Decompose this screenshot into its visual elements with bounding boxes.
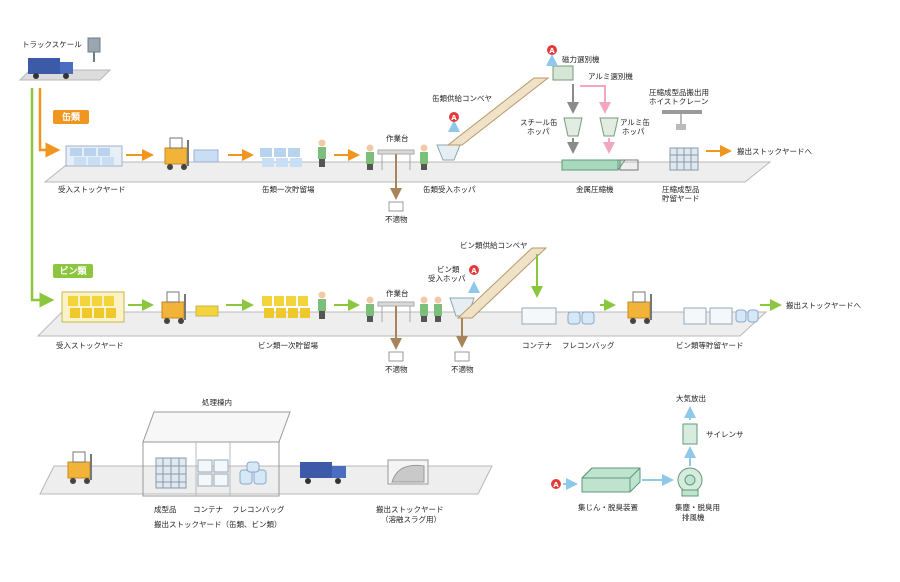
hoist-crane-icon xyxy=(662,110,702,114)
silencer-unit xyxy=(682,423,698,445)
bottle-receiving-yard xyxy=(61,291,125,323)
to-outbound-yard-bottle-label: 搬出ストックヤードへ xyxy=(786,300,861,310)
worker-icon xyxy=(318,291,326,319)
can-receiving-yard-label: 受入ストックヤード xyxy=(58,184,126,194)
exhaust-fan-icon xyxy=(677,467,703,497)
marker-a-magnetic: A xyxy=(547,45,557,55)
dust-deodorizer-label: 集じん・脱臭装置 xyxy=(578,502,638,512)
molded-product-stack xyxy=(155,457,187,489)
bottle-reject-label-1: 不適物 xyxy=(385,364,408,374)
can-supply-conveyor xyxy=(446,77,550,146)
can-temp-storage xyxy=(260,148,302,167)
magnetic-separator-label: 磁力選別機 xyxy=(562,54,600,64)
hoist-crane-label-2: ホイストクレーン xyxy=(649,97,708,106)
bottle-receiving-yard-label: 受入ストックヤード xyxy=(56,340,124,350)
bottle-hopper-label-1: ビン類 xyxy=(437,264,460,274)
processing-building xyxy=(142,411,291,497)
metal-compactor xyxy=(561,159,639,171)
bottle-reject-bin-1 xyxy=(388,351,404,362)
scale-terminal-icon xyxy=(87,37,101,53)
svg-text:A: A xyxy=(451,114,457,122)
container-2-label: コンテナ xyxy=(193,505,223,514)
compressed-yard-label-2: 貯留ヤード xyxy=(662,193,700,203)
can-reject-label: 不適物 xyxy=(385,214,408,224)
bottle-workbench xyxy=(366,296,442,322)
truck-icon xyxy=(300,462,346,484)
marker-a-dust-inlet: A xyxy=(551,479,561,489)
bottle-supply-conveyor-label: ビン類供給コンベヤ xyxy=(460,240,528,250)
flow-truck-to-can xyxy=(38,88,61,158)
bottle-reject-bin-2 xyxy=(454,351,470,362)
flexible-bag-2-label: フレコンバッグ xyxy=(232,504,285,514)
can-temp-storage-label: 缶類一次貯留場 xyxy=(262,184,315,194)
silencer-label: サイレンサ xyxy=(706,430,744,439)
compressed-bale-stack xyxy=(669,147,699,171)
slag-yard xyxy=(387,459,429,485)
marker-a-can-hopper: A xyxy=(449,112,459,122)
molded-product-label: 成型品 xyxy=(154,504,177,514)
to-outbound-yard-can-label: 搬出ストックヤードへ xyxy=(737,146,812,156)
forklift-icon xyxy=(627,291,652,324)
aluminum-can-hopper xyxy=(599,117,619,137)
bottle-workbench-label: 作業台 xyxy=(386,288,409,298)
can-receiving-hopper xyxy=(436,144,461,161)
steel-can-hopper xyxy=(563,117,583,137)
metal-compactor-label: 金属圧縮機 xyxy=(576,184,614,194)
svg-text:ビン類: ビン類 xyxy=(59,265,87,277)
aluminum-separator-label: アルミ選別機 xyxy=(588,71,633,81)
can-workbench xyxy=(366,144,428,170)
container-label: コンテナ xyxy=(522,341,552,350)
svg-text:缶類: 缶類 xyxy=(62,111,81,123)
truck-icon xyxy=(28,58,73,79)
dust-deodorizer-unit xyxy=(581,467,641,493)
can-receiving-hopper-label: 缶類受入ホッパ xyxy=(423,184,476,194)
bottle-reject-label-2: 不適物 xyxy=(451,364,474,374)
flexible-bag-stack xyxy=(239,461,267,485)
bottle-temp-storage-label: ビン類一次貯留場 xyxy=(258,340,318,350)
forklift-icon xyxy=(161,291,219,324)
svg-text:A: A xyxy=(471,267,477,275)
flow-truck-to-bottle xyxy=(30,88,55,308)
can-line-platform xyxy=(43,161,772,183)
steel-can-hopper-label-1: スチール缶 xyxy=(520,117,558,127)
svg-text:A: A xyxy=(553,481,559,489)
aluminum-can-hopper-label-1: アルミ缶 xyxy=(620,117,650,127)
outbound-yard-cans-bottles-label: 搬出ストックヤード（缶類、ビン類） xyxy=(154,519,282,529)
atmospheric-release-label: 大気放出 xyxy=(676,393,706,403)
bottle-line-platform xyxy=(36,311,768,337)
bottle-storage-yard-label: ビン類等貯留ヤード xyxy=(676,340,744,350)
compressed-yard-label-1: 圧縮成型品 xyxy=(662,184,700,194)
outbound-yard-slag-label-1: 搬出ストックヤード xyxy=(376,504,444,514)
container-box xyxy=(521,307,557,325)
aluminum-can-hopper-label-2: ホッパ xyxy=(622,127,645,136)
can-workbench-label: 作業台 xyxy=(386,133,409,143)
hoist-crane-label-1: 圧縮成型品搬出用 xyxy=(649,87,709,97)
forklift-icon xyxy=(164,137,219,170)
bottle-tag: ビン類 xyxy=(53,264,93,278)
can-reject-bin xyxy=(388,201,404,212)
worker-icon xyxy=(318,139,326,167)
bottle-hopper-label-2: 受入ホッパ xyxy=(428,273,466,283)
can-supply-conveyor-label: 缶類供給コンベヤ xyxy=(432,93,492,103)
outbound-yard-slag-label-2: （溶融スラグ用） xyxy=(381,514,441,524)
exhaust-fan-label-1: 集塵・脱臭用 xyxy=(675,502,720,512)
exhaust-fan-label-2: 排風機 xyxy=(682,512,705,522)
magnetic-separator xyxy=(552,65,574,81)
bottle-temp-storage xyxy=(262,296,310,318)
truck-scale-group: トラックスケール xyxy=(18,37,112,81)
forklift-icon xyxy=(67,451,92,484)
flexible-bag-icon xyxy=(567,311,595,325)
bottle-supply-conveyor xyxy=(456,247,548,319)
can-receiving-yard xyxy=(65,145,123,167)
marker-a-bottle-hopper: A xyxy=(469,265,479,275)
can-tag: 缶類 xyxy=(53,110,89,124)
flexible-bag-label: フレコンバッグ xyxy=(562,340,615,350)
truck-scale-label: トラックスケール xyxy=(22,40,82,49)
container-stack xyxy=(197,459,229,487)
svg-text:A: A xyxy=(549,47,555,55)
steel-can-hopper-label-2: ホッパ xyxy=(527,127,550,136)
processing-building-label: 処理棟内 xyxy=(202,397,232,407)
bottle-storage-yard xyxy=(683,307,759,325)
